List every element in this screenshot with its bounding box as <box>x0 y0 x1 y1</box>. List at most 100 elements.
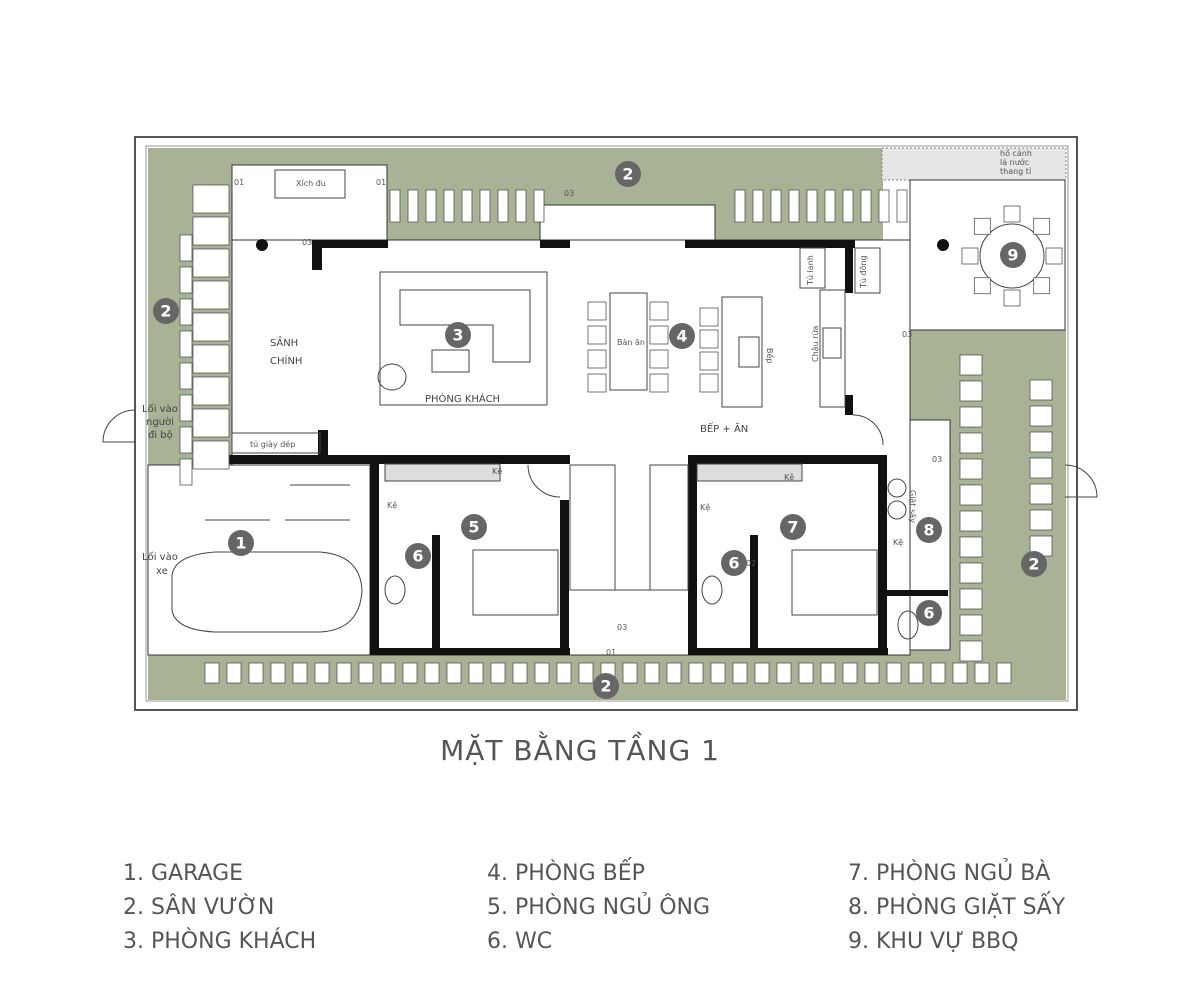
paving-stone <box>179 298 193 326</box>
marker-6-b: 6 <box>721 550 747 576</box>
marker-6-a: 6 <box>405 543 431 569</box>
site-boundary-inner <box>145 145 1069 702</box>
swing-label: Xích đu <box>296 179 326 188</box>
armchair <box>377 363 407 391</box>
paving-stone <box>424 662 440 684</box>
legend-item: 5. PHÒNG NGỦ ÔNG <box>487 895 711 920</box>
code-label: 03 <box>932 455 942 464</box>
paving-stone <box>556 662 572 684</box>
paving-stone <box>578 662 594 684</box>
motorbikes <box>205 484 350 521</box>
dining-chair <box>587 325 607 345</box>
dining-chair <box>649 349 669 369</box>
bed-7 <box>791 549 878 616</box>
door-swing <box>852 414 884 446</box>
legend-item: 1. GARAGE <box>123 861 244 886</box>
fence-slat <box>824 189 836 223</box>
paving-stone <box>336 662 352 684</box>
paving-stone <box>959 380 983 402</box>
paving-stone <box>192 248 230 278</box>
paving-stone <box>179 426 193 454</box>
dining-table <box>609 292 648 391</box>
lobby-label-2: CHÍNH <box>270 354 302 367</box>
paving-stone <box>959 588 983 610</box>
paving-stone <box>1029 405 1053 427</box>
dining-table-label: Bàn ăn <box>617 338 645 347</box>
paving-stone <box>820 662 836 684</box>
legend-column-2: 4. PHÒNG BẾP 5. PHÒNG NGỦ ÔNG 6. WC <box>487 857 710 959</box>
fence-slat <box>896 189 908 223</box>
fridge-label: Tủ lạnh <box>805 255 816 286</box>
paving-stone <box>908 662 924 684</box>
paving-stone <box>959 510 983 532</box>
fence-slat <box>425 189 437 223</box>
sink-label: Chậu rửa <box>810 325 821 362</box>
counter <box>819 289 846 408</box>
shelf-label: Kệ <box>784 472 794 482</box>
washer <box>887 478 907 498</box>
fence-slat <box>533 189 545 223</box>
code-label: 02 <box>746 559 756 568</box>
shoe-cabinet-label: tủ giày dép <box>250 439 295 449</box>
dining-chair <box>587 349 607 369</box>
paving-stone <box>192 344 230 374</box>
legend-item: 2. SÂN VƯỜN <box>123 895 275 920</box>
svg-text:2: 2 <box>1028 555 1039 574</box>
toilet <box>384 575 406 605</box>
paving-stone <box>179 362 193 390</box>
swing <box>274 169 346 199</box>
dining-chair <box>649 301 669 321</box>
paving-stone <box>842 662 858 684</box>
door-swing <box>527 464 561 498</box>
fridge <box>799 247 826 289</box>
stove-label: Bếp <box>765 348 775 364</box>
marker-1: 1 <box>228 530 254 556</box>
legend-item: 6. WC <box>487 929 553 954</box>
wall <box>878 455 887 655</box>
shoe-cabinet <box>231 432 321 454</box>
svg-text:2: 2 <box>622 165 633 184</box>
svg-text:1: 1 <box>235 534 246 553</box>
fence-slat <box>407 189 419 223</box>
legend-item: 7. PHÒNG NGỦ BÀ <box>848 861 1051 886</box>
paving-stone <box>710 662 726 684</box>
paving-stone <box>864 662 880 684</box>
fence-slat <box>806 189 818 223</box>
paving-stone <box>959 640 983 662</box>
paving-stone <box>192 440 230 470</box>
svg-text:6: 6 <box>923 604 934 623</box>
paving-stone <box>468 662 484 684</box>
stairs <box>569 464 689 591</box>
toilet <box>701 575 723 605</box>
laundry-label: Giặt sấy <box>907 490 918 523</box>
paving-stone <box>666 662 682 684</box>
wall <box>690 455 885 464</box>
paving-stone <box>226 662 242 684</box>
legend-item: 3. PHÒNG KHÁCH <box>123 929 317 954</box>
marker-2-bottom: 2 <box>593 673 619 699</box>
wall <box>370 648 570 655</box>
dining-chair <box>649 325 669 345</box>
wardrobe-5 <box>384 463 501 482</box>
paving-stone <box>192 312 230 342</box>
living-room-label: PHÒNG KHÁCH <box>425 392 500 405</box>
bbq-table <box>979 223 1045 289</box>
toilet <box>897 610 919 640</box>
paving-stone <box>192 280 230 310</box>
paving-stone <box>952 662 968 684</box>
paving-stone <box>179 458 193 486</box>
paving-stone <box>512 662 528 684</box>
wall <box>370 455 379 655</box>
paving-stone <box>959 406 983 428</box>
paving-stone <box>959 354 983 376</box>
bar-stool <box>699 329 719 349</box>
paving-stone <box>248 662 264 684</box>
svg-text:2: 2 <box>600 677 611 696</box>
wall <box>432 535 440 648</box>
fence-slat <box>770 189 782 223</box>
code-label: 01 <box>376 178 386 187</box>
site-boundary <box>134 136 1078 711</box>
wall <box>688 648 888 655</box>
svg-text:9: 9 <box>1007 246 1018 265</box>
